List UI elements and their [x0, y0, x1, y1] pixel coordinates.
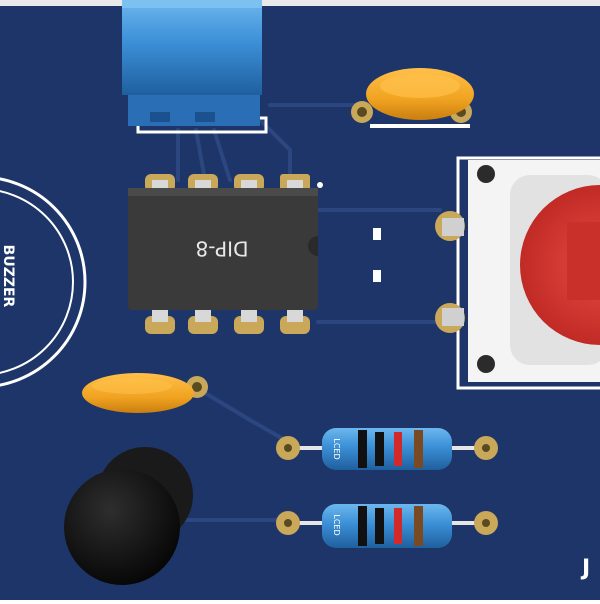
smd-mark-2 — [373, 270, 381, 282]
buzzer-outline-outer — [0, 177, 87, 387]
transistor-body — [64, 469, 180, 585]
resistor-2-text: LCED — [332, 514, 341, 535]
traces — [176, 103, 442, 522]
ic-label: DIP-8 — [196, 237, 249, 261]
buzzer: BUZZER — [0, 177, 87, 387]
transistor — [64, 447, 193, 585]
ceramic-capacitor-top — [351, 68, 474, 128]
connector-label: J — [580, 556, 590, 581]
ic-body — [128, 188, 318, 310]
resistor-1-text: LCED — [332, 438, 341, 459]
ceramic-capacitor-left — [82, 373, 208, 413]
button-pin-top — [435, 211, 465, 241]
trimmer-potentiometer — [122, 0, 268, 134]
resistor-2: LCED — [276, 504, 498, 548]
push-button — [435, 156, 600, 390]
board-edge — [0, 0, 600, 6]
smd-mark-1 — [373, 228, 381, 240]
resistor-1: LCED — [276, 428, 498, 470]
buzzer-label: BUZZER — [0, 245, 16, 308]
ic-dip8: DIP-8 — [128, 174, 323, 334]
buzzer-outline-inner — [0, 190, 74, 374]
button-pin-bottom — [435, 303, 465, 333]
